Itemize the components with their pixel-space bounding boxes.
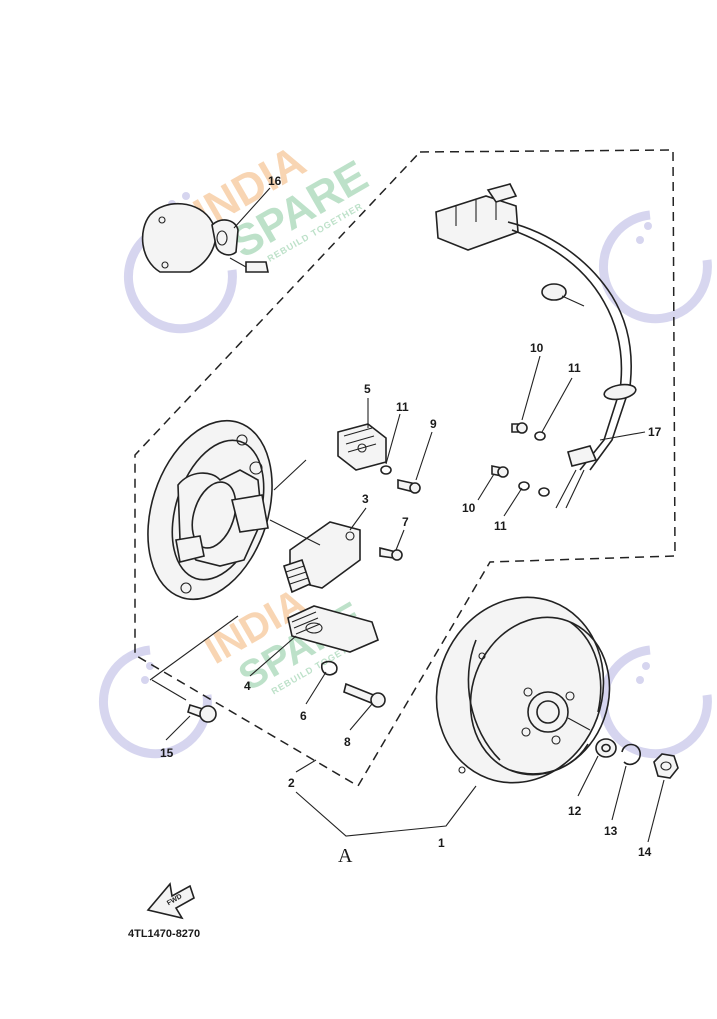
- part-4-pulser-coil: [287, 605, 379, 653]
- callout-16: 14: [638, 845, 652, 859]
- callout-11-upper: 11: [568, 361, 581, 375]
- fastener-screws: [187, 422, 550, 723]
- callout-4: 4: [244, 679, 251, 693]
- callout-14: 12: [568, 804, 582, 818]
- callout-12: 15: [160, 746, 174, 760]
- part-16-nut: [653, 753, 679, 779]
- callout-1: 1: [438, 836, 445, 850]
- assembly-label-a: A: [338, 845, 353, 867]
- callout-11: 11: [396, 400, 409, 414]
- callout-10-lower: 10: [462, 501, 476, 515]
- part-1-flywheel-rotor: [435, 596, 611, 784]
- part-17-wire-harness: [435, 183, 637, 509]
- callout-17: 17: [648, 425, 662, 439]
- callout-numbers: 16 5 11 9 3 7 4 6 8 15 10 11 10 11 17 12…: [160, 174, 662, 867]
- callout-5: 5: [364, 382, 371, 396]
- part-5-source-coil: [337, 423, 387, 471]
- stator-base-plate: [147, 419, 273, 601]
- callout-7: 7: [402, 515, 409, 529]
- callout-10-upper: 10: [530, 341, 544, 355]
- callout-8: 8: [344, 735, 351, 749]
- callout-2: 2: [288, 776, 295, 790]
- leader-lines: [149, 187, 665, 843]
- watermark-wrench-icon: [98, 210, 712, 759]
- part-15-spring-washer: [621, 743, 641, 766]
- watermark-text-top: INDIA SPARE REBUILD TOGETHER: [186, 136, 377, 267]
- callout-13: 16: [268, 174, 282, 188]
- drawing-code: 4TL1470-8270: [128, 928, 200, 940]
- fwd-arrow-icon: FWD: [146, 882, 195, 920]
- assembly-boundary-dashed: [134, 149, 676, 788]
- part-14-washer: [595, 738, 617, 758]
- callout-6: 6: [300, 709, 307, 723]
- part-13-pickup-cover: [141, 202, 269, 273]
- callout-3: 3: [362, 492, 369, 506]
- callout-15: 13: [604, 824, 618, 838]
- callout-11-lower: 11: [494, 519, 507, 533]
- callout-9: 9: [430, 417, 437, 431]
